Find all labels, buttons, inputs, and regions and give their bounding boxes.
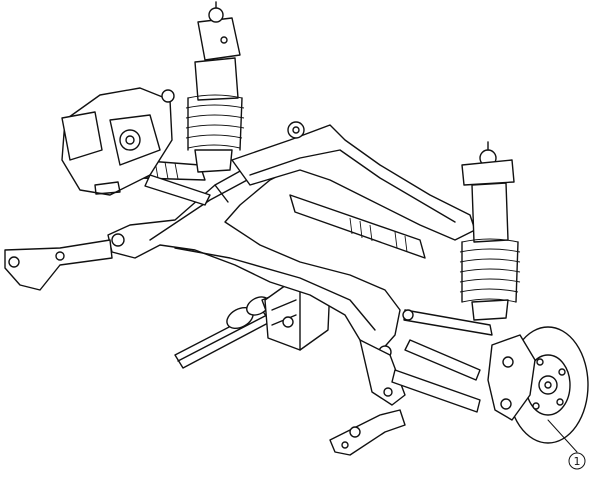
callout-1-label: 1: [574, 455, 581, 468]
right-drive-shaft: [289, 194, 426, 259]
left-knuckle-brake: [61, 87, 175, 196]
callout-1: 1: [547, 419, 586, 470]
left-lower-arm: [4, 239, 113, 291]
rear-wheel-hub: [487, 326, 589, 444]
left-trailing-link: [144, 174, 211, 206]
right-lower-arm: [329, 409, 406, 456]
right-coil-spring-damper: [459, 141, 521, 321]
rear-crossmember: [231, 121, 476, 241]
left-coil-spring-damper: [185, 1, 245, 173]
right-lateral-links: [391, 309, 493, 413]
